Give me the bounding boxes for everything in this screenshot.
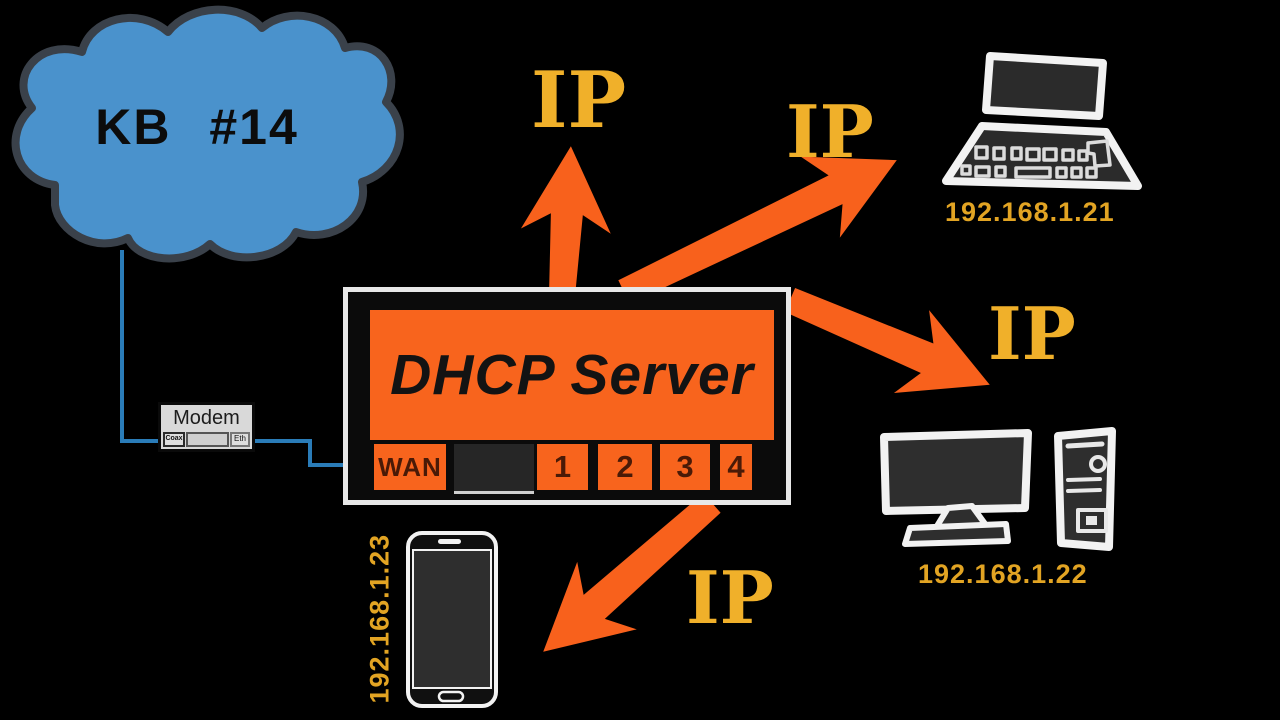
dhcp-server-faceplate: DHCP Server [370,310,774,440]
dhcp-server-box: DHCP Server WAN 1 2 3 4 [343,287,791,505]
desktop-ip-address: 192.168.1.22 [918,559,1088,589]
arrow-to-desktop-icon [784,288,990,393]
phone-icon [406,531,498,708]
ip-label-desktop: IP [988,291,1076,376]
arrow-up-icon [520,146,611,297]
cloud-label: KB #14 [95,99,299,155]
modem-eth-port: Eth [230,432,250,447]
lan-port-1: 1 [537,444,588,490]
ip-label-laptop: IP [786,89,874,174]
modem-ports: Coax Eth [163,432,250,447]
lan-port-2: 2 [598,444,652,490]
arrow-to-laptop-icon [618,156,897,304]
modem-coax-port: Coax [163,432,185,447]
dhcp-server-label: DHCP Server [390,343,754,407]
desktop-icon [880,427,1116,551]
arrow-to-phone-icon [543,493,721,652]
cloud-to-modem-wire [120,250,160,443]
phone-ip-address: 192.168.1.23 [364,533,395,704]
modem-to-dhcp-wire [253,439,346,467]
modem-label: Modem [173,407,240,429]
lan-port-4: 4 [720,444,752,490]
wan-port: WAN [374,444,446,490]
laptop-ip-address: 192.168.1.21 [945,197,1115,227]
lan-port-3: 3 [660,444,710,490]
cloud-shape [11,5,404,263]
ip-label-phone: IP [686,555,774,640]
ip-label-up: IP [531,55,627,146]
modem-box: Modem Coax Eth [158,402,255,452]
uplink-blank-port [454,444,534,494]
laptop-icon [942,52,1142,190]
modem-port-strip [186,432,229,447]
